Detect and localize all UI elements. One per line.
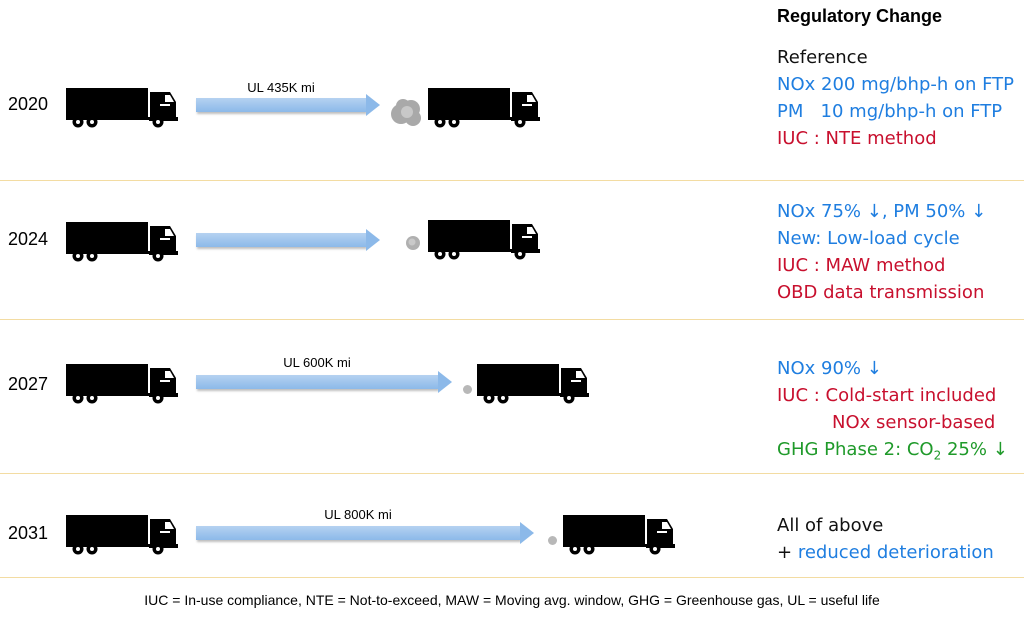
change-item: NOx 75% ↓, PM 50% ↓: [777, 201, 987, 222]
change-item-reduced: + reduced deterioration: [777, 539, 994, 566]
arrow-icon: [196, 522, 534, 544]
year-label: 2031: [8, 523, 49, 543]
truck-icon: [428, 220, 540, 260]
change-item: NOx 200 mg/bhp-h on FTP: [777, 74, 1015, 95]
regulatory-change-list: All of above + reduced deterioration: [777, 512, 994, 566]
truck-icon: [66, 364, 178, 404]
arrow-icon: [196, 94, 380, 116]
change-item: PM 10 mg/bhp-h on FTP: [777, 101, 1003, 122]
change-item: IUC : NTE method: [777, 128, 937, 149]
row-divider: [0, 180, 1024, 181]
change-item: NOx 90% ↓: [777, 358, 882, 379]
change-item: NOx sensor-based: [832, 412, 996, 433]
arrow-icon: [196, 229, 380, 251]
change-item: Reference: [777, 47, 868, 68]
truck-icon: [66, 222, 178, 262]
co2-subscript: 2: [933, 448, 942, 463]
regulatory-change-list: NOx 75% ↓, PM 50% ↓ New: Low-load cycle …: [777, 198, 986, 306]
truck-icon: [66, 515, 178, 555]
smoke-icon: [463, 385, 472, 394]
year-label: 2020: [8, 94, 49, 114]
plus-text: +: [777, 542, 798, 563]
row-divider: [0, 319, 1024, 320]
smoke-icon: [406, 236, 420, 250]
regulatory-change-list: Reference NOx 200 mg/bhp-h on FTP PM 10 …: [777, 44, 1014, 152]
smoke-icon: [548, 536, 557, 545]
truck-icon: [428, 88, 540, 128]
change-item-ghg: GHG Phase 2: CO2 25% ↓: [777, 436, 1008, 470]
regulatory-change-list: NOx 90% ↓ IUC : Cold-start included NOx …: [777, 355, 1008, 470]
truck-icon: [563, 515, 675, 555]
reduced-deterioration-text: reduced deterioration: [797, 542, 994, 563]
row-divider: [0, 473, 1024, 474]
change-item: All of above: [777, 515, 884, 536]
smoke-icon: [391, 99, 421, 126]
year-label: 2027: [8, 374, 49, 394]
ghg-after: 25% ↓: [941, 439, 1008, 460]
footnote: IUC = In-use compliance, NTE = Not-to-ex…: [144, 592, 880, 608]
useful-life-label: UL 435K mi: [247, 80, 315, 95]
useful-life-label: UL 600K mi: [283, 355, 351, 370]
change-item: New: Low-load cycle: [777, 228, 960, 249]
arrow-icon: [196, 371, 452, 393]
year-label: 2024: [8, 229, 49, 249]
regulatory-change-title: Regulatory Change: [777, 6, 943, 26]
change-item: IUC : Cold-start included: [777, 385, 997, 406]
change-item: OBD data transmission: [777, 282, 985, 303]
row-divider: [0, 577, 1024, 578]
useful-life-label: UL 800K mi: [324, 507, 392, 522]
ghg-text: GHG Phase 2: CO: [777, 439, 934, 460]
truck-icon: [477, 364, 589, 404]
truck-icon: [66, 88, 178, 128]
change-item: IUC : MAW method: [777, 255, 946, 276]
